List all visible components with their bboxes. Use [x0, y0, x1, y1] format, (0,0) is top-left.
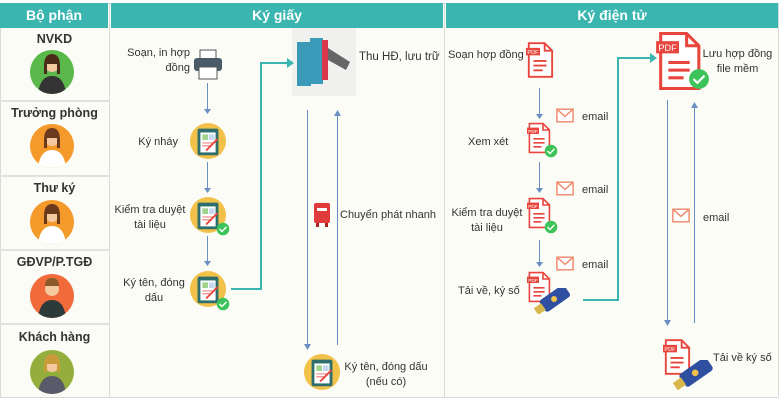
printer-icon	[194, 49, 222, 80]
arrow-up-to-storage	[694, 105, 695, 323]
flow-line	[583, 299, 619, 301]
check-icon	[544, 220, 558, 234]
email-icon	[672, 208, 690, 223]
arrow-up-to-archive	[337, 113, 338, 345]
e-step-check-label: Kiểm tra duyệt tài liệu	[451, 207, 523, 234]
paper-step-review-label: Kiểm tra duyệt tài liệu	[110, 203, 190, 233]
e-step-draft-label: Soạn hợp đồng	[448, 49, 524, 61]
courier-label: Chuyển phát nhanh	[340, 209, 437, 221]
header-paper: Ký giấy	[111, 3, 443, 28]
email-icon	[556, 181, 574, 196]
flow-arrow-to-storage	[617, 57, 651, 59]
clipboard-icon	[303, 353, 341, 391]
row-divider	[0, 323, 109, 325]
customer-sign-label: Ký tên, đóng dấu (nếu có)	[344, 361, 428, 388]
avatar-gdvp	[30, 274, 74, 318]
pdf-icon	[526, 42, 554, 78]
check-icon	[216, 297, 230, 311]
check-icon	[216, 222, 230, 236]
email-label: email	[582, 111, 609, 123]
role-nvkd: NVKD	[36, 32, 73, 46]
usb-token-icon	[533, 288, 573, 314]
e-step-review-label: Xem xét	[468, 136, 509, 148]
paper-step-review-text: Kiểm tra duyệt tài liệu	[114, 204, 186, 231]
email-icon	[556, 108, 574, 123]
flow-line	[231, 288, 262, 290]
flow-arrow-to-archive	[260, 62, 288, 64]
avatar-khach-hang	[30, 350, 74, 394]
email-label: email	[703, 212, 730, 224]
archive-label: Thu HĐ, lưu trữ	[359, 51, 440, 63]
customer-esign-label: Tải về ký số	[713, 352, 772, 364]
storage-label: Lưu hợp đồng file mềm	[702, 48, 773, 75]
post-box-icon	[314, 203, 330, 227]
avatar-thu-ky	[30, 200, 74, 244]
role-truong-phong: Trưởng phòng	[11, 106, 98, 120]
paper-step-sign-label: Ký tên, đóng dấu	[123, 277, 185, 304]
clipboard-icon	[189, 122, 227, 160]
arrow-down-to-customer	[307, 110, 308, 346]
row-divider	[0, 249, 109, 251]
check-icon	[544, 144, 558, 158]
arrow-down-to-customer	[667, 100, 668, 322]
email-label: email	[582, 259, 609, 271]
role-gdvp: GĐVP/P.TGĐ	[16, 255, 93, 269]
avatar-nvkd	[30, 50, 74, 94]
row-divider	[0, 100, 109, 102]
header-department: Bộ phận	[0, 3, 108, 28]
role-thu-ky: Thư ký	[33, 181, 76, 195]
row-divider	[0, 175, 109, 177]
header-electronic: Ký điện tử	[446, 3, 778, 28]
arrow-down	[207, 236, 208, 263]
email-label: email	[582, 184, 609, 196]
arrow-down	[207, 83, 208, 111]
usb-token-icon	[672, 360, 716, 390]
avatar-truong-phong	[30, 124, 74, 168]
e-step-sign-label: Tải về, ký số	[458, 285, 520, 297]
binders-icon	[292, 28, 356, 96]
paper-step-initial-label: Ký nháy	[138, 136, 178, 148]
electronic-signing-column	[444, 3, 779, 398]
role-khach-hang: Khách hàng	[18, 330, 91, 344]
paper-step-draft-label: Soạn, in hợp đồng	[127, 47, 190, 74]
arrow-down	[207, 162, 208, 190]
paper-signing-column	[109, 3, 445, 398]
arrow-down	[539, 162, 540, 190]
email-icon	[556, 256, 574, 271]
arrow-down	[539, 88, 540, 116]
arrow-down	[539, 240, 540, 264]
flow-line	[617, 57, 619, 301]
flow-line	[260, 62, 262, 290]
